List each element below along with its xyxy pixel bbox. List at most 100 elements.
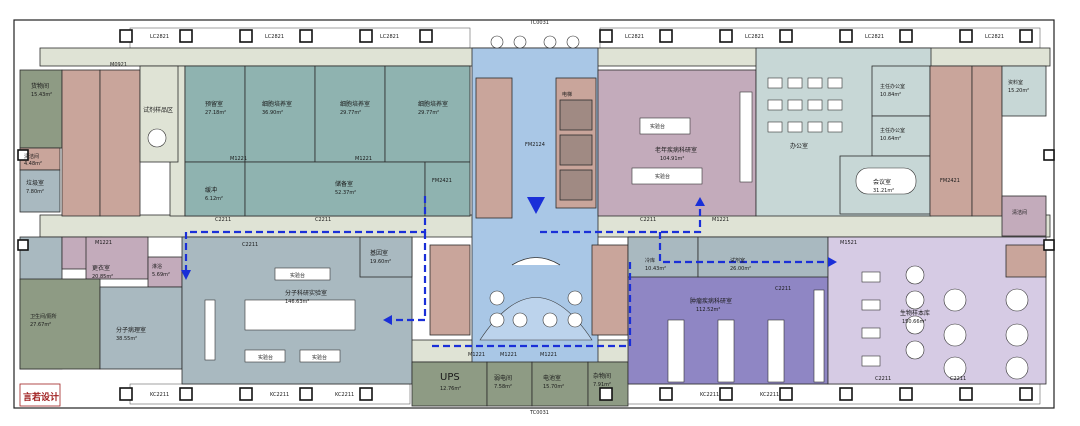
room-specimen: [139, 65, 179, 163]
label-shower: 淋浴: [152, 263, 162, 270]
area-storage: 52.37m²: [335, 190, 356, 196]
structural-columns: [17, 29, 1055, 401]
area-cardio-lab: 112.52m²: [696, 307, 720, 313]
label-battery: 电池室: [543, 374, 561, 382]
bench-cardio-side: [813, 289, 825, 383]
area-director2: 10.64m²: [880, 136, 901, 142]
label-clean-left: 清洁间: [24, 153, 39, 160]
tag-door: M0921: [110, 62, 127, 68]
tag-window: C2211: [215, 217, 231, 223]
tag-window: C2211: [775, 286, 791, 292]
label-prep: 预留室: [205, 100, 223, 108]
area-garbage: 7.80m²: [26, 189, 44, 195]
area-prep: 27.18m²: [205, 110, 226, 116]
tag-door: M1221: [540, 352, 557, 358]
area-cold: 10.43m²: [645, 266, 666, 272]
label-elevator: 电梯: [562, 91, 572, 98]
bench-bio-4: [299, 349, 341, 363]
area-director1: 10.84m²: [880, 92, 901, 98]
room-buffer: [184, 161, 246, 217]
bench-cardio-1: [667, 319, 685, 383]
label-buffer: 缓冲: [205, 186, 217, 194]
area-bio-sample: 150.66m²: [902, 319, 926, 325]
area-cell1: 36.90m²: [262, 110, 283, 116]
room-toilet: [19, 278, 101, 370]
lobby-seating: [489, 290, 583, 328]
label-director1: 主任办公室: [880, 83, 905, 90]
area-gene: 19.60m²: [370, 259, 391, 265]
room-storage: [244, 161, 426, 217]
area-shower: 5.69m²: [152, 272, 170, 278]
bench-bio-1: [274, 267, 331, 281]
tag-window: LC2821: [745, 34, 764, 40]
label-bio-sample: 生物样本库: [900, 309, 930, 317]
label-cargo: 货物间: [31, 82, 49, 90]
label-bio-lab: 分子科研实验室: [285, 289, 327, 297]
area-senior-lab: 104.91m²: [660, 156, 684, 162]
bench-bio-2: [244, 299, 356, 331]
stair-right: [929, 65, 973, 217]
tag-door: M1221: [500, 352, 517, 358]
area-storage-r: 15.20m²: [1008, 88, 1029, 94]
bench-senior-2: [631, 167, 703, 185]
tag-door: M1521: [840, 240, 857, 246]
room-senior-lab: [597, 69, 757, 217]
room-clean-right: [1001, 195, 1047, 237]
specimen-equipment: [147, 128, 167, 148]
bench-senior-1: [639, 117, 691, 135]
stair-lobby-right: [591, 244, 629, 336]
label-office-main: 办公室: [790, 142, 808, 150]
room-stair-left: [61, 69, 101, 217]
label-clean-right: 清洁间: [1012, 209, 1027, 216]
tag-window: KC2211: [270, 392, 289, 398]
room-fm-left: [424, 161, 471, 217]
stair-lobby-left: [429, 244, 471, 336]
bench-labels: 实验台 实验台 实验台 实验台 实验台: [258, 123, 670, 361]
room-ups: [411, 361, 488, 407]
tag-window: LC2821: [625, 34, 644, 40]
area-toilet: 27.67m²: [30, 322, 51, 328]
sample-freezers: [905, 265, 1029, 380]
tag-door: M1221: [355, 156, 372, 162]
label-cell1: 细胞培养室: [262, 100, 292, 108]
label-ups2: 弱电间: [494, 374, 512, 382]
area-ups2: 7.58m²: [494, 384, 512, 390]
area-meeting: 31.21m²: [873, 188, 894, 194]
label-toilet: 卫生间/厕所: [30, 313, 57, 320]
tag-door: M1221: [230, 156, 247, 162]
room-gene: [359, 236, 413, 278]
area-cargo: 15.43m²: [31, 92, 52, 98]
area-battery: 15.70m²: [543, 384, 564, 390]
elevator-2: [559, 134, 593, 166]
bench-label: 实验台: [650, 123, 665, 130]
area-clean-left: 4.48m²: [24, 161, 42, 167]
office-desks: [767, 77, 843, 133]
room-core-left: [99, 69, 141, 217]
bench-bio-3: [244, 349, 286, 363]
reception-desk: [511, 257, 561, 266]
tag-window: LC2821: [380, 34, 399, 40]
area-cargo2: 7.91m²: [593, 382, 611, 388]
label-senior-lab: 老年疾病科研室: [655, 146, 697, 154]
entrance-marker: [527, 197, 545, 214]
circulation-route: [181, 196, 837, 348]
bench-label: 实验台: [258, 354, 273, 361]
logo: 言若设计: [19, 383, 61, 407]
label-ups: UPS: [440, 372, 460, 383]
core-right: [971, 65, 1003, 217]
label-storage: 储备室: [335, 180, 353, 188]
logo-text: 言若设计: [23, 391, 59, 403]
door-tags: M0921 M1221 M1221 C2211 C2211 M1221 C221…: [95, 20, 1004, 416]
label-meeting: 会议室: [873, 178, 891, 186]
axis-label-top: TC0031: [529, 20, 549, 26]
tag-window: LC2821: [985, 34, 1004, 40]
room-battery: [531, 361, 589, 407]
axis-label-bottom: TC0031: [529, 410, 549, 416]
tag-door: M1221: [95, 240, 112, 246]
tag-door: M1221: [468, 352, 485, 358]
room-prep: [184, 65, 246, 163]
label-garbage: 垃圾室: [26, 179, 44, 187]
tag-window: LC2821: [865, 34, 884, 40]
bench-bio-side: [204, 299, 216, 361]
tag-window: C2211: [875, 376, 891, 382]
